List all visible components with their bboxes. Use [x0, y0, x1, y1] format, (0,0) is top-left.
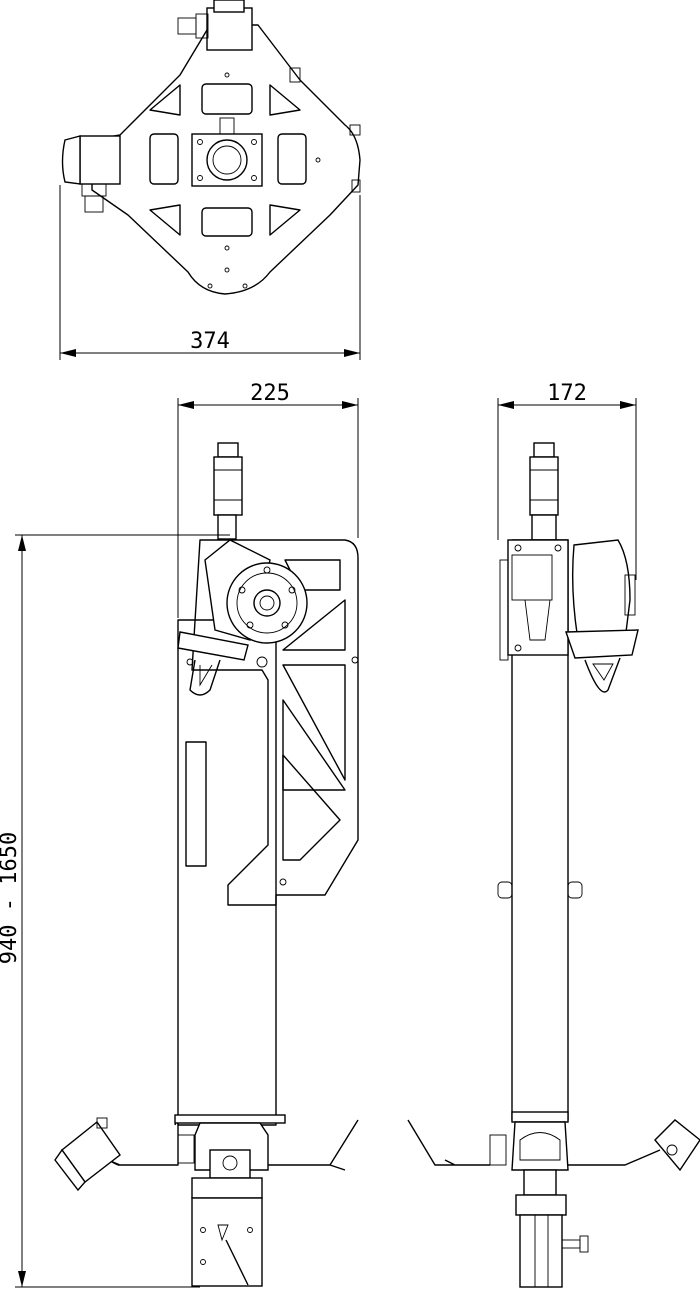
dimension-label-height: 940 - 1650: [0, 832, 22, 964]
dimension-height: 940 - 1650: [0, 534, 230, 1288]
front-view: [54, 442, 359, 1287]
dimension-374: 374: [59, 185, 361, 360]
top-view: [61, 0, 361, 295]
side-view: [407, 442, 700, 1288]
dimension-label-225: 225: [250, 381, 290, 406]
dimension-label-374: 374: [190, 329, 230, 354]
dimension-225: 225: [177, 381, 359, 618]
dimension-label-172: 172: [547, 381, 587, 406]
dimension-172: 172: [497, 381, 637, 580]
